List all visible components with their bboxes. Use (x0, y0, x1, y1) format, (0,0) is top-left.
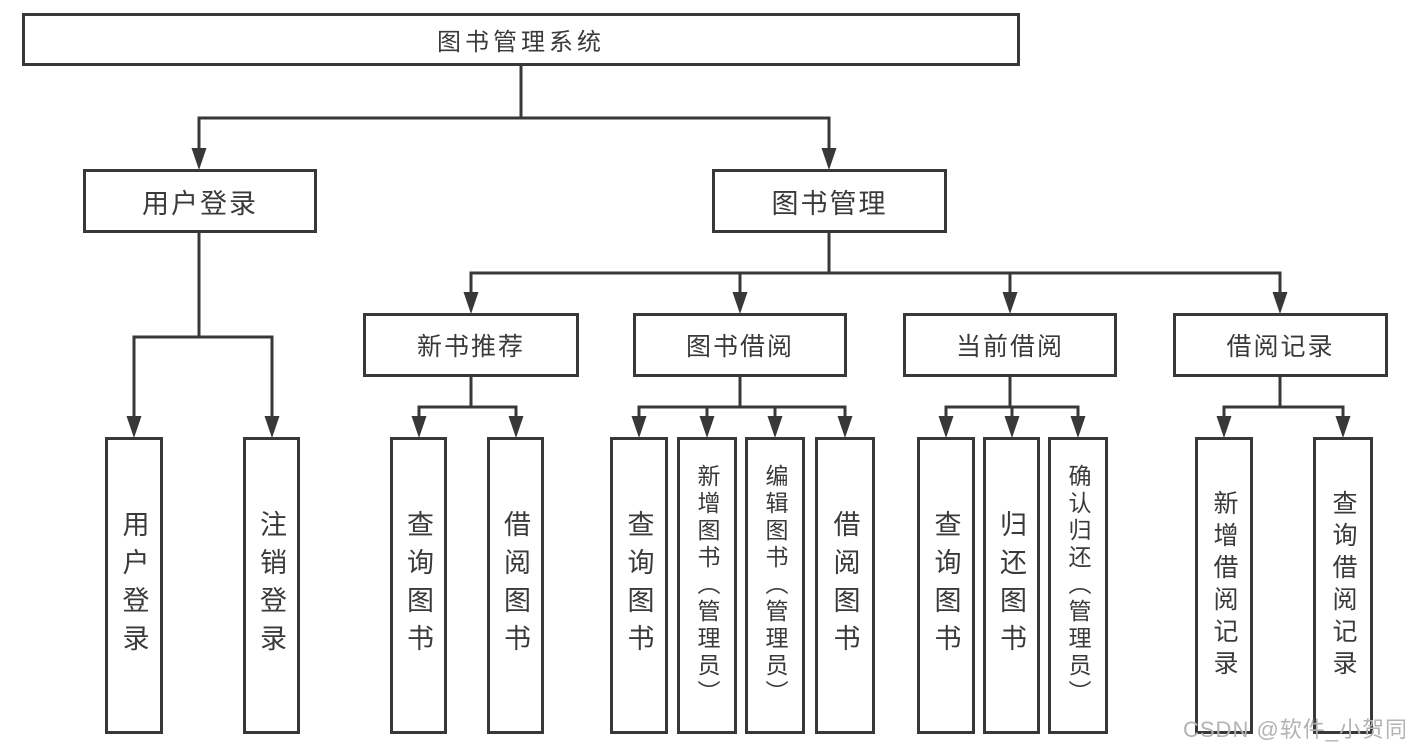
node-library-management-system: 图书管理系统 (22, 13, 1020, 66)
node-leaf-query-books-recommend: 查询图书 (390, 437, 447, 734)
node-leaf-query-books-current: 查询图书 (917, 437, 975, 734)
node-leaf-borrow-books-recommend: 借阅图书 (487, 437, 544, 734)
node-leaf-borrow-books: 借阅图书 (815, 437, 875, 734)
node-leaf-user-login: 用户登录 (105, 437, 163, 734)
node-leaf-query-borrow-record: 查询借阅记录 (1313, 437, 1373, 734)
node-user-login: 用户登录 (83, 169, 317, 233)
node-leaf-query-books-borrow: 查询图书 (610, 437, 668, 734)
node-current-borrowing: 当前借阅 (903, 313, 1117, 377)
node-leaf-add-books-admin: 新增图书（管理员） (677, 437, 737, 734)
node-leaf-edit-books-admin: 编辑图书（管理员） (745, 437, 805, 734)
node-borrowing-records: 借阅记录 (1173, 313, 1388, 377)
node-book-borrowing: 图书借阅 (633, 313, 847, 377)
node-book-management: 图书管理 (712, 169, 947, 233)
node-new-book-recommend: 新书推荐 (363, 313, 579, 377)
csdn-watermark: CSDN @软件_小贺同学 (1183, 717, 1405, 742)
node-leaf-add-borrow-record: 新增借阅记录 (1195, 437, 1253, 734)
node-leaf-logout: 注销登录 (243, 437, 300, 734)
node-leaf-confirm-return-admin: 确认归还（管理员） (1048, 437, 1108, 734)
node-leaf-return-books: 归还图书 (983, 437, 1040, 734)
